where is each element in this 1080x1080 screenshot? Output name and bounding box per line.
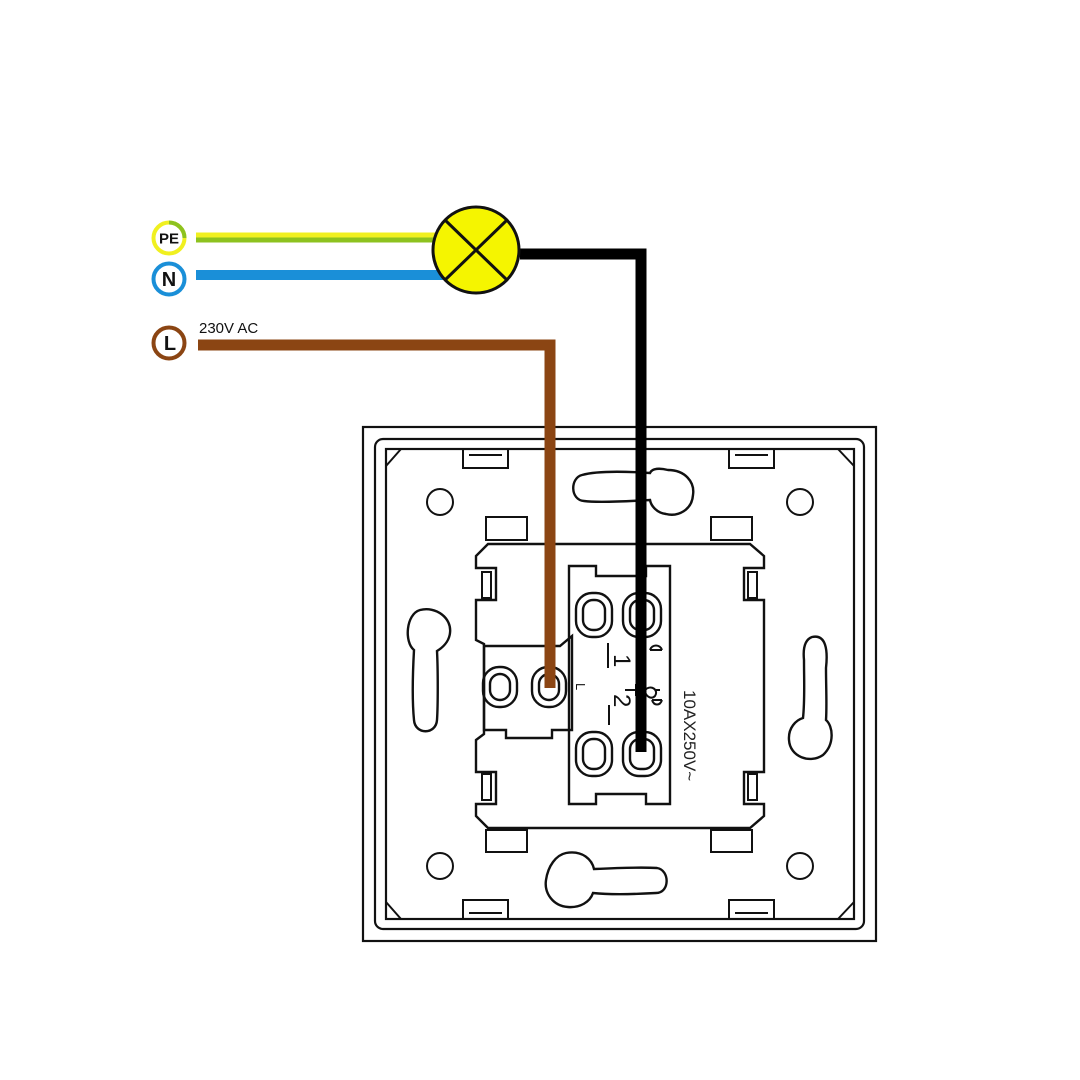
lamp-icon [431,205,521,295]
keyhole-slots [406,467,833,909]
terminal-block-12 [567,564,672,806]
terminal-label-2: 2 [608,694,635,707]
wire-live [198,339,556,688]
terminal-block-l [482,633,574,740]
switch-mechanism: L 1 2 10AX250V~ [361,425,878,943]
wires [196,232,647,752]
terminal-pe: PE [151,220,187,256]
terminal-n: N [151,261,187,297]
terminal-l-label: L [164,333,176,355]
terminal-l: L [151,325,187,361]
terminal-markings: L 1 2 10AX250V~ [573,643,699,781]
terminal-label-1: 1 [608,654,635,667]
switch-plate [384,447,856,921]
switch-module-body [474,542,766,830]
terminal-pe-label: PE [159,231,179,248]
mounting-clips [462,448,775,920]
switch-outer-frame [361,425,878,943]
screw-holes [426,488,814,880]
supply-voltage-label: 230V AC [199,320,258,337]
terminal-label-l: L [573,683,588,690]
switch-inner-frame [373,437,866,931]
wire-switched-live [520,248,647,752]
terminal-n-label: N [162,269,176,291]
switch-rating: 10AX250V~ [680,690,699,781]
